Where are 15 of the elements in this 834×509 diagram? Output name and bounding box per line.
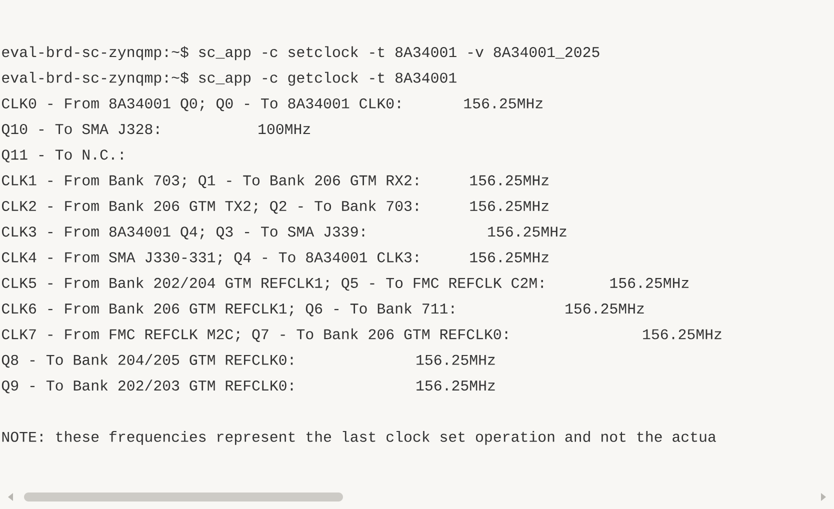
- terminal-line: NOTE: these frequencies represent the last clock set operation and not the actua: [2, 430, 716, 445]
- terminal-line: Q10 - To SMA J328: 100MHz: [2, 124, 310, 137]
- terminal-line: CLK0 - From 8A34001 Q0; Q0 - To 8A34001 CLK0: 156.25MHz: [2, 98, 542, 112]
- terminal-line: eval-brd-sc-zynqmp:~$ sc_app -c setclock -t 8A34001 -v 8A34001_2025: [2, 46, 600, 60]
- terminal-line: CLK1 - From Bank 703; Q1 - To Bank 206 GTM RX2: 156.25MHz: [2, 174, 548, 188]
- terminal-line: CLK6 - From Bank 206 GTM REFCLK1; Q6 - To Bank 711: 156.25MHz: [2, 302, 644, 316]
- terminal-line: CLK7 - From FMC REFCLK M2C; Q7 - To Bank 206 GTM REFCLK0: 156.25MHz: [2, 328, 722, 342]
- terminal-line: CLK4 - From SMA J330-331; Q4 - To 8A34001 CLK3: 156.25MHz: [2, 252, 548, 266]
- terminal-line: eval-brd-sc-zynqmp:~$ sc_app -c getclock -t 8A34001: [2, 72, 456, 86]
- terminal-line: Q11 - To N.C.:: [2, 150, 123, 162]
- terminal-line: CLK3 - From 8A34001 Q4; Q3 - To SMA J339: 156.25MHz: [2, 226, 566, 240]
- terminal-line: Q9 - To Bank 202/203 GTM REFCLK0: 156.25MHz: [2, 380, 495, 394]
- terminal-line: CLK5 - From Bank 202/204 GTM REFCLK1; Q5 - To FMC REFCLK C2M: 156.25MHz: [2, 277, 688, 291]
- terminal-line: CLK2 - From Bank 206 GTM TX2; Q2 - To Bank 703: 156.25MHz: [2, 200, 548, 214]
- terminal-line: Q8 - To Bank 204/205 GTM REFCLK0: 156.25MHz: [2, 354, 495, 368]
